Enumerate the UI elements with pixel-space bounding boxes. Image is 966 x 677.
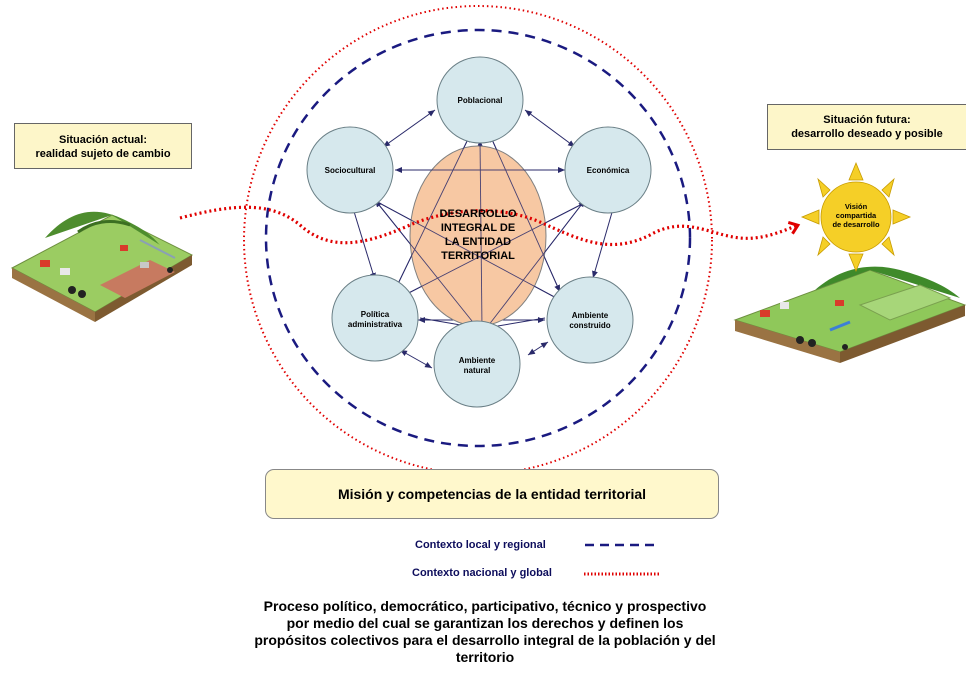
- change-path: [179, 205, 801, 247]
- process-line-3: propósitos colectivos para el desarrollo…: [254, 632, 716, 648]
- center-line-4: TERRITORIAL: [441, 250, 515, 262]
- node-economica: [564, 126, 652, 214]
- node-poblacional: [436, 56, 524, 144]
- node-ambiente-construido: [546, 276, 634, 364]
- label-ambiente-construido-2: construido: [569, 321, 610, 330]
- center-line-3: LA ENTIDAD: [445, 236, 511, 248]
- label-politica-1: Política: [361, 310, 390, 319]
- label-sociocultural: Sociocultural: [325, 166, 376, 175]
- current-situation-box: Situación actual: realidad sujeto de cam…: [14, 123, 192, 169]
- center-line-1: DESARROLLO: [440, 208, 517, 220]
- future-situation-line-2: desarrollo deseado y posible: [791, 128, 943, 140]
- vision-line-3: de desarrollo: [832, 220, 880, 229]
- process-line-4: territorio: [455, 649, 515, 665]
- future-situation-line-1: Situación futura:: [823, 114, 911, 126]
- process-description: Proceso político, democrático, participa…: [220, 598, 750, 666]
- future-landscape-image: [733, 266, 966, 363]
- legend-local-label: Contexto local y regional: [415, 539, 546, 551]
- process-line-2: por medio del cual se garantizan los der…: [286, 615, 684, 631]
- label-economica: Económica: [587, 166, 630, 175]
- current-situation-line-2: realidad sujeto de cambio: [35, 148, 171, 160]
- label-ambiente-natural-2: natural: [464, 366, 491, 375]
- node-ambiente-natural: [433, 320, 521, 408]
- current-landscape-image: [10, 211, 194, 322]
- future-situation-box: Situación futura: desarrollo deseado y p…: [767, 104, 966, 150]
- vision-sun-icon: [800, 161, 912, 273]
- node-politica: [331, 274, 419, 362]
- global-context-circle: [243, 5, 713, 475]
- label-ambiente-construido-1: Ambiente: [572, 311, 609, 320]
- center-line-2: INTEGRAL DE: [441, 222, 515, 234]
- legend-global-label: Contexto nacional y global: [412, 567, 552, 579]
- mission-box: Misión y competencias de la entidad terr…: [265, 469, 719, 519]
- label-politica-2: administrativa: [348, 320, 403, 329]
- node-sociocultural: [306, 126, 394, 214]
- label-poblacional: Poblacional: [458, 96, 503, 105]
- vision-line-1: Visión: [845, 202, 868, 211]
- local-context-circle: [264, 28, 692, 448]
- process-line-1: Proceso político, democrático, participa…: [263, 598, 707, 614]
- label-ambiente-natural-1: Ambiente: [459, 356, 496, 365]
- current-situation-line-1: Situación actual:: [58, 134, 148, 146]
- vision-line-2: compartida: [836, 211, 877, 220]
